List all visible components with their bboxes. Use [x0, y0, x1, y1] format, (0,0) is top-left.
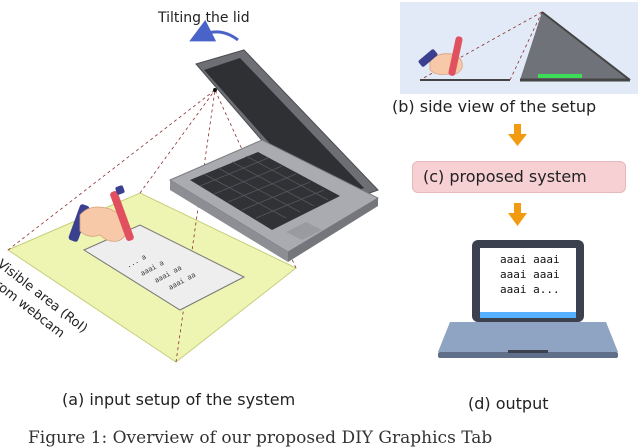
- writing-hand-icon: [68, 185, 134, 242]
- screen-line: aaai aaai: [500, 253, 560, 266]
- caption-c: (c) proposed system: [423, 167, 587, 186]
- flow-arrow-icon: [508, 203, 527, 226]
- writing-hand-icon: [418, 36, 463, 76]
- flow-arrow-icon: [508, 124, 527, 146]
- screen-line: aaai a...: [500, 283, 560, 296]
- side-view-panel: [400, 2, 638, 94]
- caption-d: (d) output: [468, 394, 549, 413]
- caption-b: (b) side view of the setup: [392, 97, 597, 116]
- screen-line: aaai aaai: [500, 268, 560, 281]
- proposed-system-box: (c) proposed system: [412, 161, 626, 193]
- figure-caption: Figure 1: Overview of our proposed DIY G…: [28, 428, 493, 448]
- laptop: [168, 49, 380, 262]
- tilt-arrow-icon: [189, 19, 239, 42]
- output-laptop: [438, 240, 618, 358]
- caption-a: (a) input setup of the system: [62, 390, 296, 409]
- output-screen-text: aaai aaai aaai aaai aaai a...: [500, 252, 560, 297]
- tilt-label: Tilting the lid: [158, 10, 250, 26]
